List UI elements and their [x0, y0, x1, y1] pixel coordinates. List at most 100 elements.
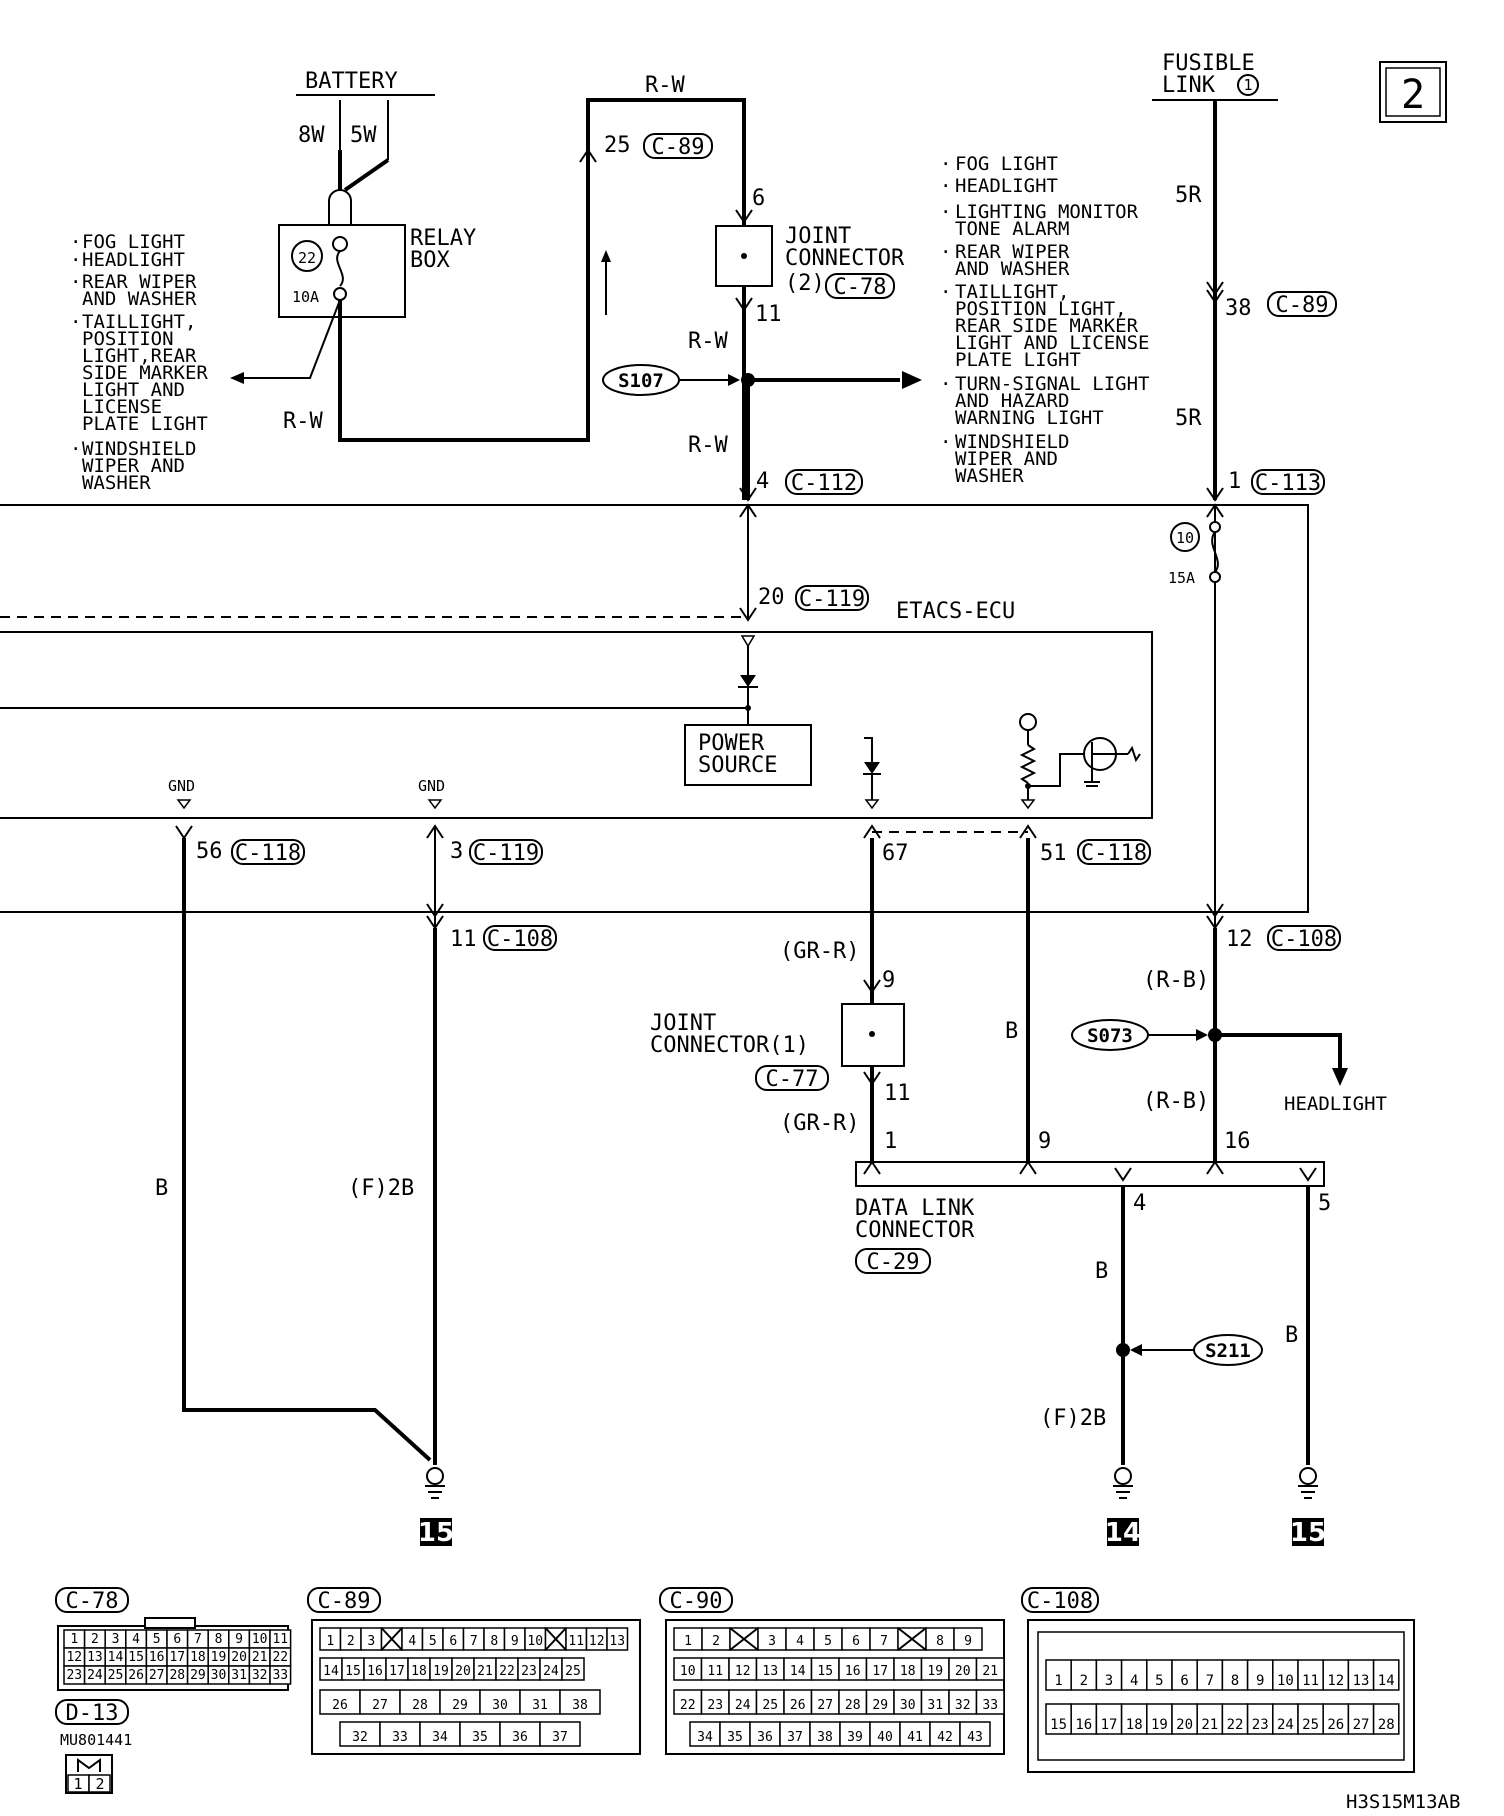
- svg-text:·: ·: [940, 241, 951, 263]
- part-number: MU801441: [60, 1731, 132, 1749]
- connector-pin-number: 22: [272, 1650, 288, 1665]
- connector-pin-number: 15: [345, 1664, 361, 1679]
- conn-c113: C-113: [1255, 471, 1321, 496]
- svg-text:S073: S073: [1087, 1025, 1133, 1047]
- left-loads-branch: [240, 299, 341, 379]
- connector-pin-number: 37: [787, 1730, 803, 1745]
- connector-cavity: [1372, 1703, 1400, 1735]
- connector-cavity: [1272, 1703, 1299, 1735]
- svg-text:SIDE MARKER: SIDE MARKER: [82, 362, 208, 384]
- conn-c112: C-112: [791, 471, 857, 496]
- connector-pin-number: 22: [499, 1664, 515, 1679]
- connector-pin-number: 22: [1227, 1717, 1244, 1733]
- connector-pin-number: 24: [87, 1668, 103, 1683]
- connector-pin-number: 24: [543, 1664, 559, 1679]
- connector-pin-number: 23: [707, 1698, 723, 1713]
- connector-pin-number: 19: [927, 1664, 943, 1679]
- connector-cavity: [439, 1689, 481, 1715]
- connector-pin-number: 25: [565, 1664, 581, 1679]
- svg-text:·: ·: [940, 153, 951, 175]
- svg-text:(GR-R): (GR-R): [780, 1111, 859, 1136]
- connector-pin-number: 30: [492, 1698, 508, 1713]
- conn-c77: C-77: [766, 1067, 819, 1092]
- svg-text:B: B: [155, 1176, 168, 1201]
- connector-pin-number: 2: [712, 1634, 720, 1649]
- connector-pin-number: 15: [817, 1664, 833, 1679]
- connector-pin-number: 25: [762, 1698, 778, 1713]
- svg-text:(R-B): (R-B): [1143, 968, 1209, 993]
- svg-text:B: B: [1285, 1323, 1298, 1348]
- etacs-ecu-box: [0, 631, 1153, 819]
- connector-pin-number: 43: [967, 1730, 983, 1745]
- connector-pin-number: 28: [1378, 1717, 1395, 1733]
- svg-text:POSITION LIGHT,: POSITION LIGHT,: [955, 298, 1127, 320]
- svg-text:14: 14: [1105, 1518, 1141, 1548]
- connector-pin-number: 27: [372, 1698, 388, 1713]
- connector-pin-number: 1: [326, 1634, 334, 1649]
- connector-pin-number: 4: [796, 1634, 804, 1649]
- connector-cavity: [1045, 1659, 1072, 1691]
- conn-c119-b: C-119: [473, 841, 539, 866]
- connector-cavity: [606, 1627, 629, 1651]
- connector-pin-number: 18: [190, 1650, 206, 1665]
- svg-text:WINDSHIELD: WINDSHIELD: [955, 431, 1069, 453]
- connector-pin-number: 11: [568, 1634, 584, 1649]
- connector-cavity: [728, 1689, 758, 1715]
- connector-pin-number: 4: [132, 1632, 140, 1647]
- svg-text:LIGHTING MONITOR: LIGHTING MONITOR: [955, 201, 1139, 223]
- connector-pin-number: 9: [235, 1632, 243, 1647]
- connector-pin-number: 13: [609, 1634, 625, 1649]
- connector-cavity: [339, 1721, 381, 1747]
- connector-pin-number: 27: [149, 1668, 165, 1683]
- svg-text:TAILLIGHT,: TAILLIGHT,: [955, 281, 1069, 303]
- svg-text:FUSIBLE: FUSIBLE: [1162, 51, 1255, 76]
- svg-text:(R-B): (R-B): [1143, 1089, 1209, 1114]
- connector-pin-number: 20: [455, 1664, 471, 1679]
- svg-text:CONNECTOR: CONNECTOR: [785, 246, 905, 271]
- svg-text:·: ·: [940, 373, 951, 395]
- connector-pin-number: 5: [153, 1632, 161, 1647]
- connector-pin-number: 28: [845, 1698, 861, 1713]
- battery-wire-5w: 5W: [350, 123, 377, 148]
- connector-pin-number: 38: [817, 1730, 833, 1745]
- connector-pin-number: 34: [432, 1730, 448, 1745]
- connector-pin-number: 34: [697, 1730, 713, 1745]
- svg-text:SOURCE: SOURCE: [698, 753, 777, 778]
- svg-text:LIGHT,REAR: LIGHT,REAR: [82, 345, 197, 367]
- connector-pin-number: 28: [412, 1698, 428, 1713]
- svg-text:LINK: LINK: [1162, 73, 1216, 98]
- connector-pin-number: 12: [66, 1650, 82, 1665]
- svg-text:1: 1: [1243, 76, 1252, 94]
- svg-text:5R: 5R: [1175, 183, 1202, 208]
- connector-cavity: [1347, 1703, 1375, 1735]
- view-c78-label: C-78: [66, 1589, 119, 1614]
- connector-pin-number: 11: [1302, 1673, 1319, 1689]
- ground-badge-1: [420, 1518, 452, 1546]
- svg-text:POWER: POWER: [698, 731, 765, 756]
- svg-text:38: 38: [1225, 296, 1252, 321]
- connector-pin-number: 5: [429, 1634, 437, 1649]
- connector-cavity: [1322, 1659, 1350, 1691]
- connector-pin-number: 9: [1256, 1673, 1264, 1689]
- svg-text:5R: 5R: [1175, 406, 1202, 431]
- connector-pin-number: 15: [128, 1650, 144, 1665]
- svg-text:15: 15: [418, 1518, 454, 1548]
- connector-pin-number: 29: [190, 1668, 206, 1683]
- connector-pin-number: 5: [824, 1634, 832, 1649]
- ground-point-right: [1299, 1467, 1317, 1485]
- conn-c119-a: C-119: [799, 587, 865, 612]
- relay-box-label-1: RELAY: [410, 226, 476, 251]
- connector-pin-number: 41: [907, 1730, 923, 1745]
- connector-cavity: [379, 1721, 421, 1747]
- connector-pin-number: 3: [367, 1634, 375, 1649]
- connector-pin-number: 24: [735, 1698, 751, 1713]
- svg-text:B: B: [1005, 1019, 1018, 1044]
- conn-c29: C-29: [867, 1250, 920, 1275]
- connector-pin-number: 23: [66, 1668, 82, 1683]
- connector-pin-number: 21: [252, 1650, 268, 1665]
- conn-c118-b: C-118: [1081, 841, 1147, 866]
- connector-pin-number: 10: [1277, 1673, 1294, 1689]
- right-loads-list: ·FOG LIGHT ·HEADLIGHT ·LIGHTING MONITOR …: [940, 153, 1149, 487]
- battery-label: BATTERY: [305, 69, 398, 94]
- svg-text:TONE ALARM: TONE ALARM: [955, 218, 1069, 240]
